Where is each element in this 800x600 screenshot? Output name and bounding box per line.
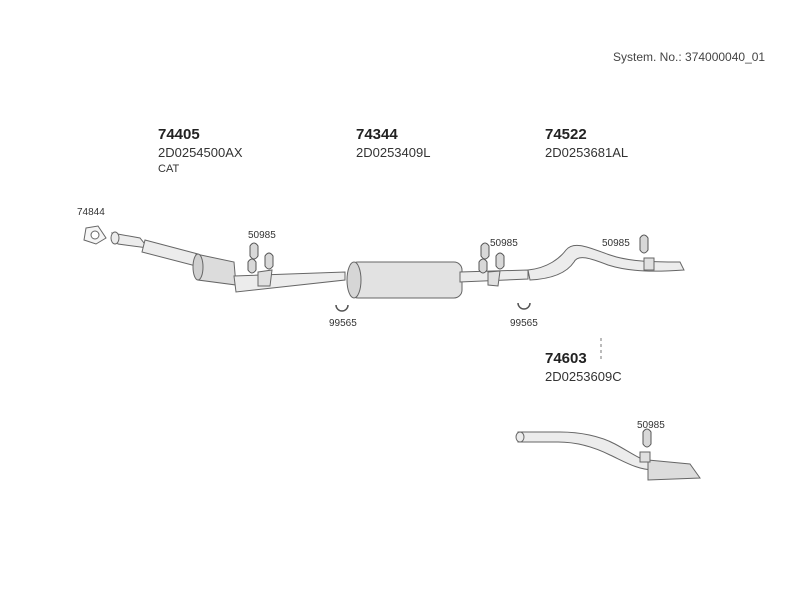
middle-silencer (346, 261, 529, 299)
part-number-alt-tail-pipe: 74603 (545, 350, 587, 367)
part-number-middle-silencer: 74344 (356, 126, 398, 143)
clamp-icon (335, 304, 349, 312)
front-pipe-cat (110, 231, 346, 293)
part-code-tail-pipe: 2D0253681AL (545, 145, 629, 160)
label-hanger-1: 50985 (248, 230, 276, 241)
label-clamp-2: 99565 (510, 318, 538, 329)
label-clamp-1: 99565 (329, 318, 357, 329)
system-number: System. No.: 374000040_01 (613, 50, 766, 64)
label-hanger-4: 50985 (637, 420, 665, 431)
hanger-rubber-icon (639, 234, 649, 254)
part-code-middle-silencer: 2D0253409L (356, 145, 431, 160)
part-number-tail-pipe: 74522 (545, 126, 587, 143)
alt-tail-pipe (515, 431, 701, 481)
label-hanger-2: 50985 (490, 238, 518, 249)
part-code-front-pipe: 2D0254500AX (158, 145, 243, 160)
gasket-icon (83, 225, 107, 245)
label-gasket: 74844 (77, 207, 105, 218)
hanger-rubber-icon (642, 428, 652, 448)
hanger-rubber-icon (247, 242, 274, 274)
label-hanger-3: 50985 (602, 238, 630, 249)
part-code-alt-tail-pipe: 2D0253609C (545, 369, 622, 384)
part-note-front-pipe: CAT (158, 163, 180, 175)
tail-pipe (527, 244, 685, 281)
clamp-icon (517, 302, 531, 310)
part-number-front-pipe: 74405 (158, 126, 200, 143)
hanger-rubber-icon (478, 242, 505, 274)
